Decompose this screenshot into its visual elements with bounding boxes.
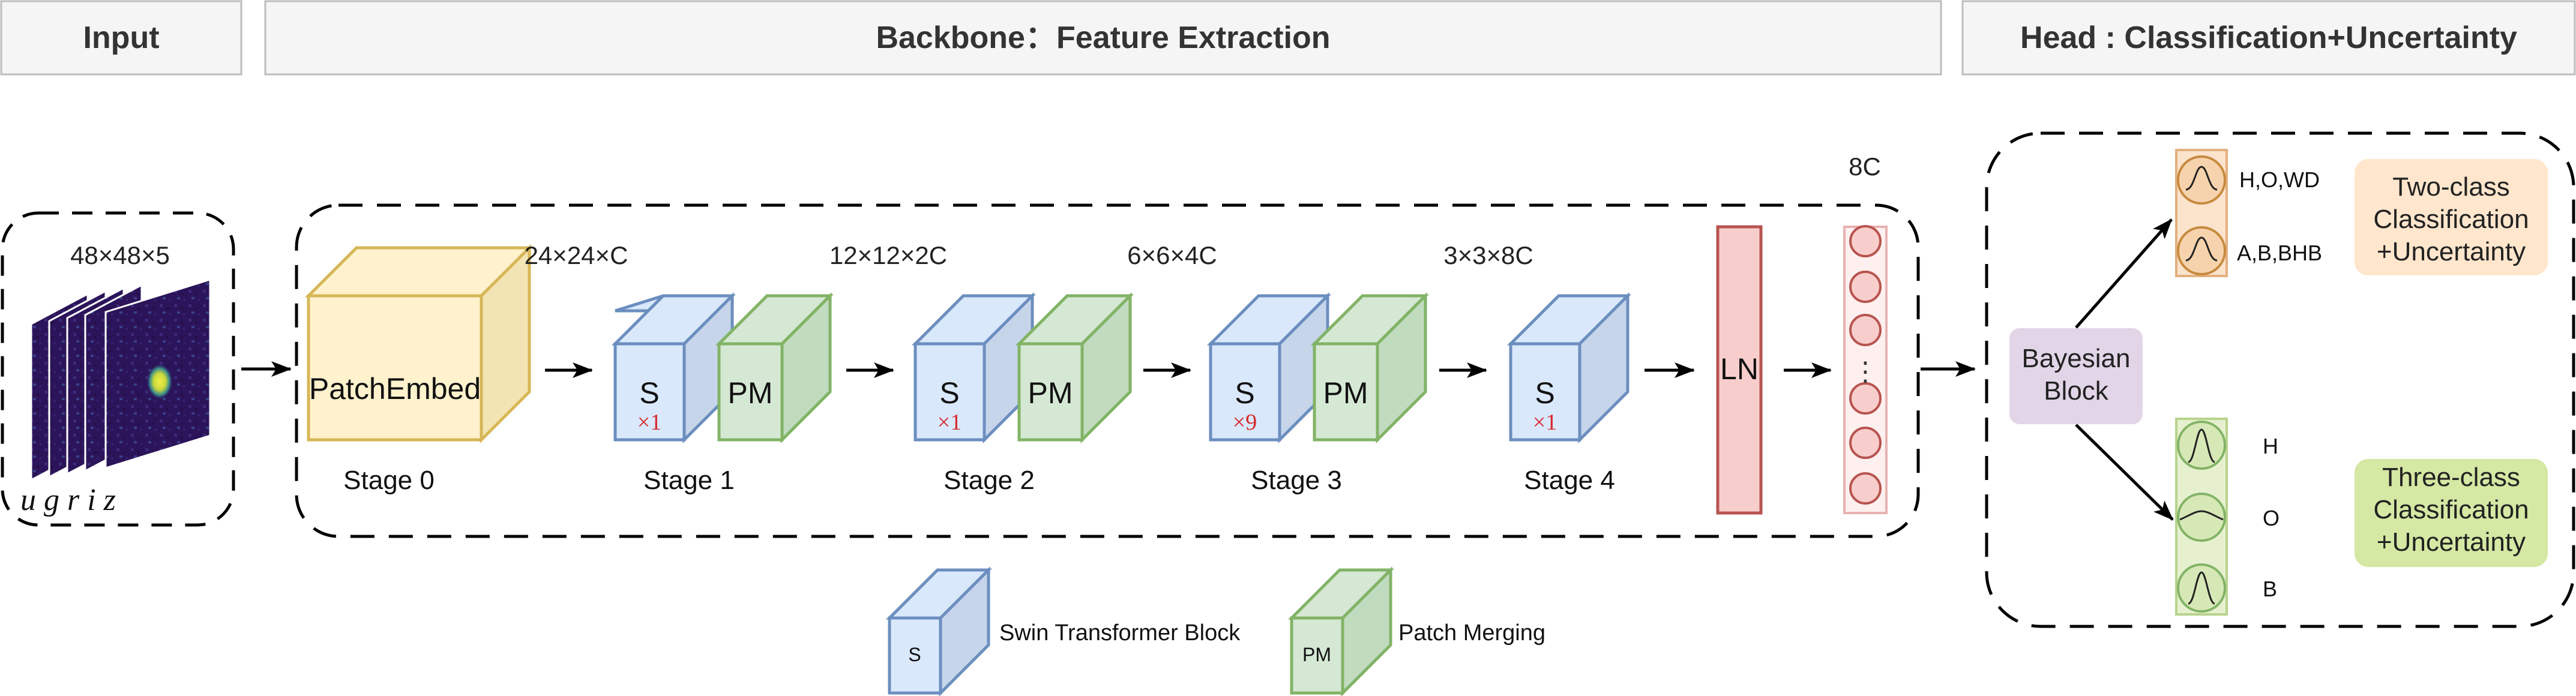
two-class-title-line2: Classification — [2373, 205, 2529, 234]
stage3-patch-merging-block: PM — [1310, 292, 1430, 444]
header-input: Input — [0, 0, 242, 76]
three-class-node-3 — [2177, 563, 2226, 613]
input-image-stack — [30, 278, 211, 482]
two-class-title-line3: +Uncertainty — [2377, 237, 2526, 266]
legend-swin-block: S Swin Transformer Block — [885, 566, 1241, 696]
stage2-dims: 6×6×4C — [1127, 241, 1217, 269]
stage1-merge-symbol: PM — [728, 376, 773, 410]
feature-vector-node — [1849, 225, 1882, 257]
three-class-output: H O B Three-class Classification +Uncert… — [2175, 418, 2548, 616]
bayesian-block: Bayesian Block — [2009, 328, 2143, 424]
two-class-node-2 — [2177, 226, 2226, 275]
source-blob — [146, 364, 173, 400]
patch-embed-label: PatchEmbed — [309, 372, 481, 406]
three-class-title-line2: Classification — [2373, 495, 2529, 524]
stage1-multiplier: ×1 — [637, 410, 661, 435]
stage3-swin-block: S ×9 — [1206, 292, 1332, 444]
stage2-label: Stage 2 — [943, 466, 1035, 495]
header-head: Head : Classification+Uncertainty — [1961, 0, 2576, 76]
stage1-swin-symbol: S — [639, 376, 659, 410]
stage1-label: Stage 1 — [643, 466, 735, 495]
feature-dim-label: 8C — [1849, 152, 1881, 181]
two-class-node-1 — [2177, 155, 2226, 205]
layer-norm-label: LN — [1720, 352, 1759, 386]
legend-merge-label: Patch Merging — [1398, 620, 1545, 646]
two-class-label-2: A,B,BHB — [2237, 241, 2322, 265]
legend-swin-label: Swin Transformer Block — [999, 620, 1241, 646]
stage1-patch-merging-block: PM — [715, 292, 834, 444]
three-class-label-2: O — [2263, 506, 2280, 530]
header-input-label: Input — [83, 20, 159, 55]
legend-merge-symbol: PM — [1302, 644, 1331, 665]
stage4-swin-block: S ×1 — [1506, 292, 1632, 444]
three-class-title-line1: Three-class — [2382, 463, 2520, 492]
feature-vector-node — [1849, 271, 1882, 303]
stage2-multiplier: ×1 — [937, 410, 961, 435]
three-class-node-2 — [2177, 493, 2226, 542]
backbone-dashed-frame — [295, 203, 1920, 538]
feature-vector-node — [1849, 382, 1882, 415]
stage2-merge-symbol: PM — [1028, 376, 1073, 410]
three-class-title-box — [2355, 459, 2548, 567]
arrow-bayes-to-three-class — [2075, 424, 2174, 521]
legend-swin-symbol: S — [908, 644, 921, 665]
input-bands: u g r i z — [20, 483, 116, 517]
bayesian-block-line2: Block — [2044, 376, 2109, 406]
feature-vector-node — [1849, 427, 1882, 459]
header-backbone-label: Backbone：Feature Extraction — [876, 20, 1330, 55]
stage1-swin-block: S ×1 — [611, 292, 736, 444]
header-backbone: Backbone：Feature Extraction — [264, 0, 1942, 76]
two-class-label-1: H,O,WD — [2239, 167, 2320, 192]
feature-vector: 8C ⋮ — [1843, 152, 1888, 514]
stage4-swin-symbol: S — [1535, 376, 1554, 410]
stage2-patch-merging-block: PM — [1015, 292, 1134, 444]
stage4-multiplier: ×1 — [1533, 410, 1557, 435]
input-dims: 48×48×5 — [70, 241, 170, 269]
three-class-title-line3: +Uncertainty — [2377, 527, 2526, 557]
stage3-merge-symbol: PM — [1323, 376, 1368, 410]
stage3-multiplier: ×9 — [1233, 410, 1257, 435]
three-class-label-1: H — [2263, 434, 2278, 458]
head-dashed-frame — [1985, 131, 2575, 628]
stage4-label: Stage 4 — [1524, 466, 1615, 495]
feature-vector-node — [1849, 314, 1882, 346]
three-class-node-1 — [2177, 421, 2226, 470]
two-class-output: H,O,WD A,B,BHB Two-class Classification … — [2175, 149, 2548, 277]
two-class-title-line1: Two-class — [2392, 172, 2510, 202]
stage1-dims: 12×12×2C — [829, 241, 947, 269]
header-head-label: Head : Classification+Uncertainty — [2020, 20, 2517, 55]
input-dashed-frame — [1, 211, 235, 527]
layer-norm-block: LN — [1716, 225, 1763, 515]
stage3-swin-symbol: S — [1235, 376, 1254, 410]
legend-patch-merging: PM Patch Merging — [1287, 566, 1545, 696]
stage2-swin-symbol: S — [939, 376, 959, 410]
three-class-label-3: B — [2263, 577, 2277, 601]
stage0-dims: 24×24×C — [525, 241, 628, 269]
bayesian-block-line1: Bayesian — [2021, 344, 2130, 373]
stage2-swin-block: S ×1 — [911, 292, 1037, 444]
input-group: 48×48×5 u g r i z — [1, 211, 235, 527]
patch-embed-block: PatchEmbed — [304, 244, 534, 444]
feature-vector-nodes — [1849, 225, 1882, 505]
stage3-dims: 3×3×8C — [1443, 241, 1533, 269]
feature-vector-ellipsis: ⋮ — [1852, 357, 1879, 386]
arrow-bayes-to-two-class — [2075, 218, 2173, 329]
feature-vector-node — [1849, 472, 1882, 505]
stage0-label: Stage 0 — [343, 466, 435, 495]
two-class-title-box — [2355, 159, 2548, 275]
stage3-label: Stage 3 — [1251, 466, 1342, 495]
